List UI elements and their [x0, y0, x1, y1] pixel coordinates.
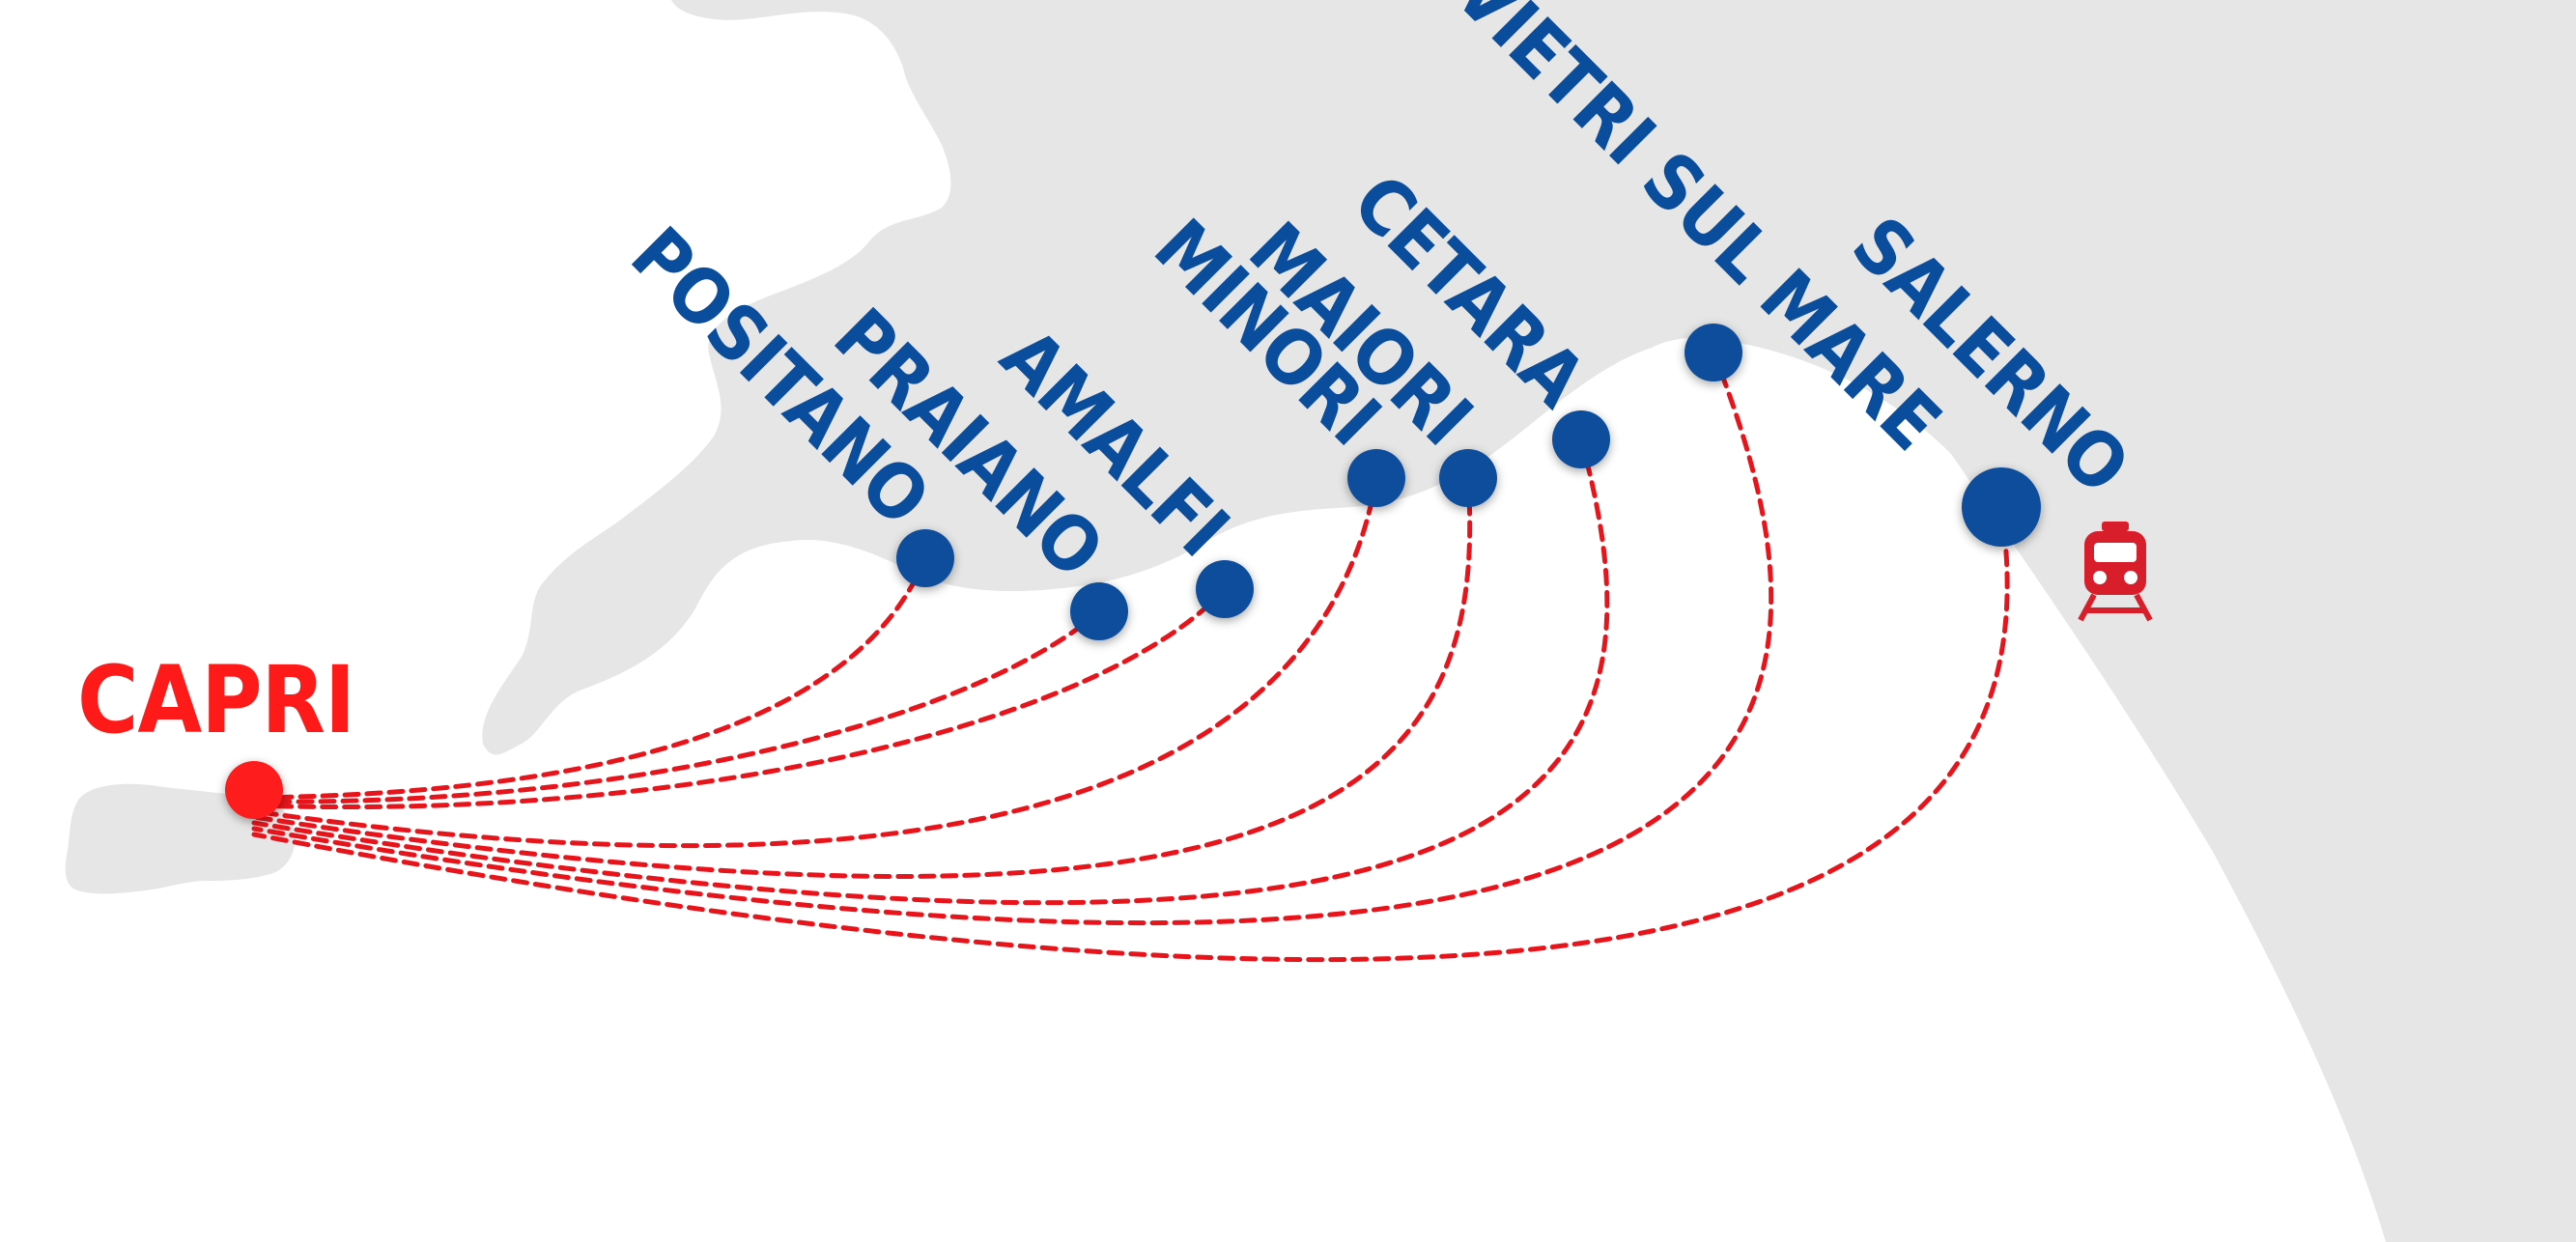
route-maiori [251, 475, 1473, 879]
train-icon [2078, 522, 2153, 622]
route-vietri [251, 350, 1774, 926]
stops-layer [896, 324, 2041, 640]
mainland-landmass [482, 0, 2576, 1242]
route-positano [251, 555, 928, 801]
route-minori [251, 475, 1379, 849]
stop-marker-positano[interactable] [896, 529, 954, 587]
stop-marker-salerno[interactable] [1962, 467, 2041, 547]
stop-marker-amalfi[interactable] [1196, 560, 1254, 618]
route-praiano [251, 608, 1102, 804]
origin-label-capri: CAPRI [77, 646, 354, 754]
stop-marker-maiori[interactable] [1439, 449, 1497, 507]
routes-layer [251, 350, 2010, 962]
stop-marker-vietri[interactable] [1684, 324, 1742, 381]
stop-marker-minori[interactable] [1347, 449, 1405, 507]
origin-marker-capri[interactable] [225, 761, 283, 819]
stop-marker-praiano[interactable] [1070, 582, 1128, 640]
route-salerno [251, 504, 2010, 962]
stop-marker-cetara[interactable] [1552, 410, 1610, 468]
route-cetara [251, 437, 1610, 906]
route-amalfi [251, 586, 1228, 810]
